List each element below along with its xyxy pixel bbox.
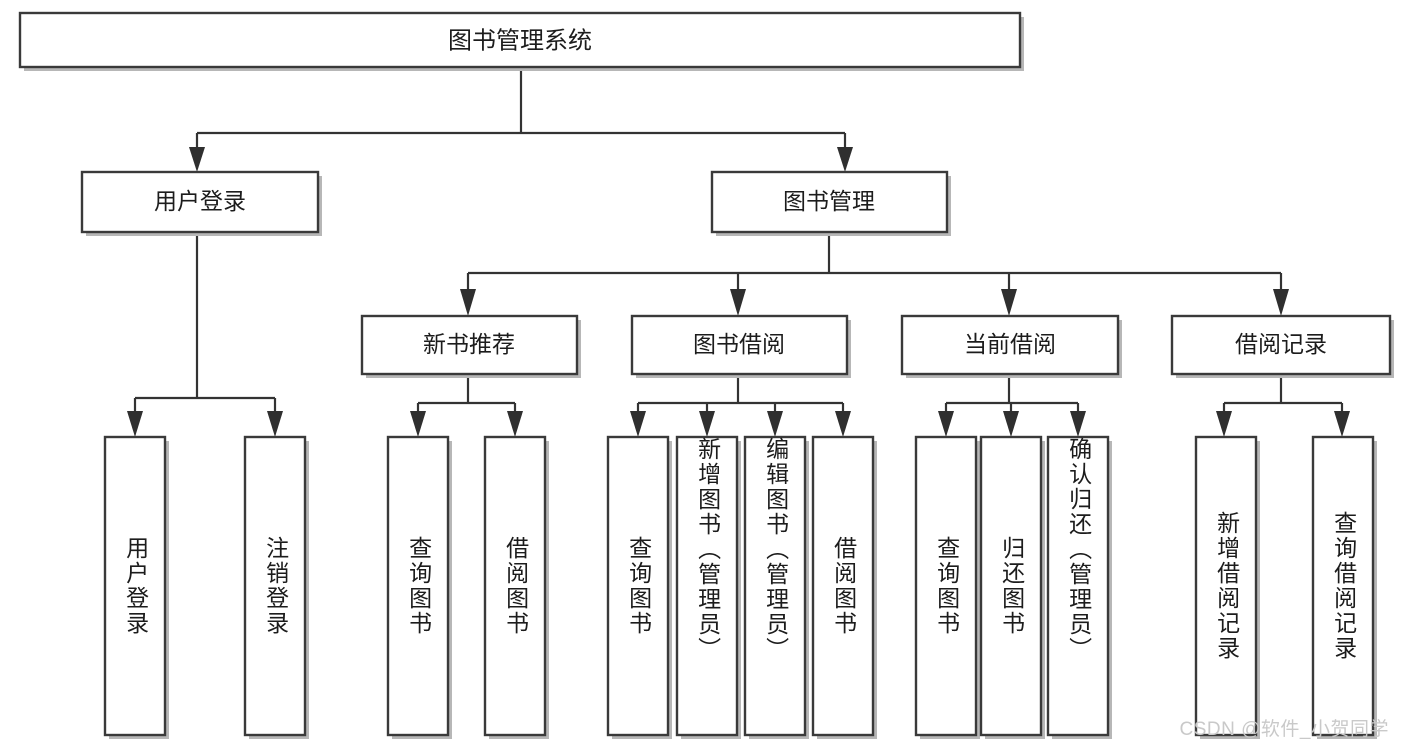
connectors-root-to-level2 (189, 69, 853, 172)
node-book-borrow-label: 图书借阅 (693, 331, 785, 357)
node-book-borrow[interactable]: 图书借阅 (630, 314, 851, 378)
node-leaf-borrow-book-2[interactable] (811, 435, 877, 739)
node-leaf-query-book-1[interactable] (386, 435, 452, 739)
node-new-book-recommend[interactable]: 新书推荐 (360, 314, 581, 378)
node-leaf-confirm-return[interactable] (1046, 435, 1112, 739)
node-user-login-label: 用户登录 (154, 188, 246, 214)
node-leaf-user-login[interactable] (103, 435, 169, 739)
node-root-system[interactable]: 图书管理系统 (18, 11, 1024, 71)
node-leaf-add-record[interactable] (1194, 435, 1260, 739)
connectors-newbook-to-leaves (410, 374, 523, 437)
node-leaf-return-book[interactable] (979, 435, 1045, 739)
connectors-bookmgmt-to-level3 (460, 232, 1289, 316)
node-borrow-record[interactable]: 借阅记录 (1170, 314, 1394, 378)
node-leaf-borrow-book-1[interactable] (483, 435, 549, 739)
connectors-currentborrow-to-leaves (938, 374, 1086, 437)
csdn-watermark: CSDN @软件_小贺同学 (1179, 719, 1389, 740)
connectors-borrowrecord-to-leaves (1216, 374, 1350, 437)
node-current-borrow-label: 当前借阅 (964, 331, 1056, 357)
node-borrow-record-label: 借阅记录 (1235, 331, 1327, 357)
node-current-borrow[interactable]: 当前借阅 (900, 314, 1122, 378)
node-leaf-add-book[interactable] (675, 435, 741, 739)
node-new-book-recommend-label: 新书推荐 (423, 331, 515, 357)
node-book-management[interactable]: 图书管理 (710, 170, 951, 236)
node-leaf-logout-login[interactable] (243, 435, 309, 739)
connectors-bookborrow-to-leaves (630, 374, 851, 437)
node-leaf-query-book-2[interactable] (606, 435, 672, 739)
node-user-login[interactable]: 用户登录 (80, 170, 322, 236)
node-root-label: 图书管理系统 (448, 27, 592, 54)
node-leaf-query-book-3[interactable] (914, 435, 980, 739)
connectors-userlogin-to-leaves (127, 232, 283, 437)
node-leaf-edit-book[interactable] (743, 435, 809, 739)
node-book-management-label: 图书管理 (783, 188, 875, 214)
node-leaf-query-record[interactable] (1311, 435, 1377, 739)
